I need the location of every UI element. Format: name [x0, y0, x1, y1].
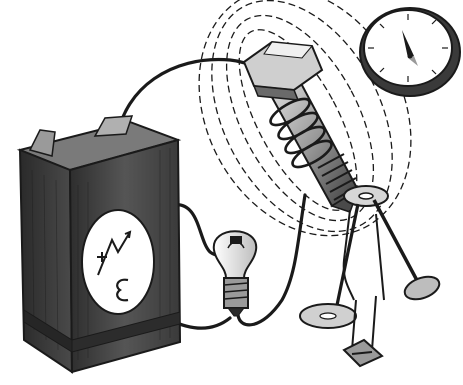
electromagnet-bolt [244, 42, 358, 212]
washers [344, 186, 388, 206]
iron-nails [300, 186, 442, 328]
compass [360, 8, 460, 96]
safety-pin [344, 296, 382, 366]
battery-symbol-icon [82, 210, 154, 314]
light-bulb [214, 231, 256, 316]
